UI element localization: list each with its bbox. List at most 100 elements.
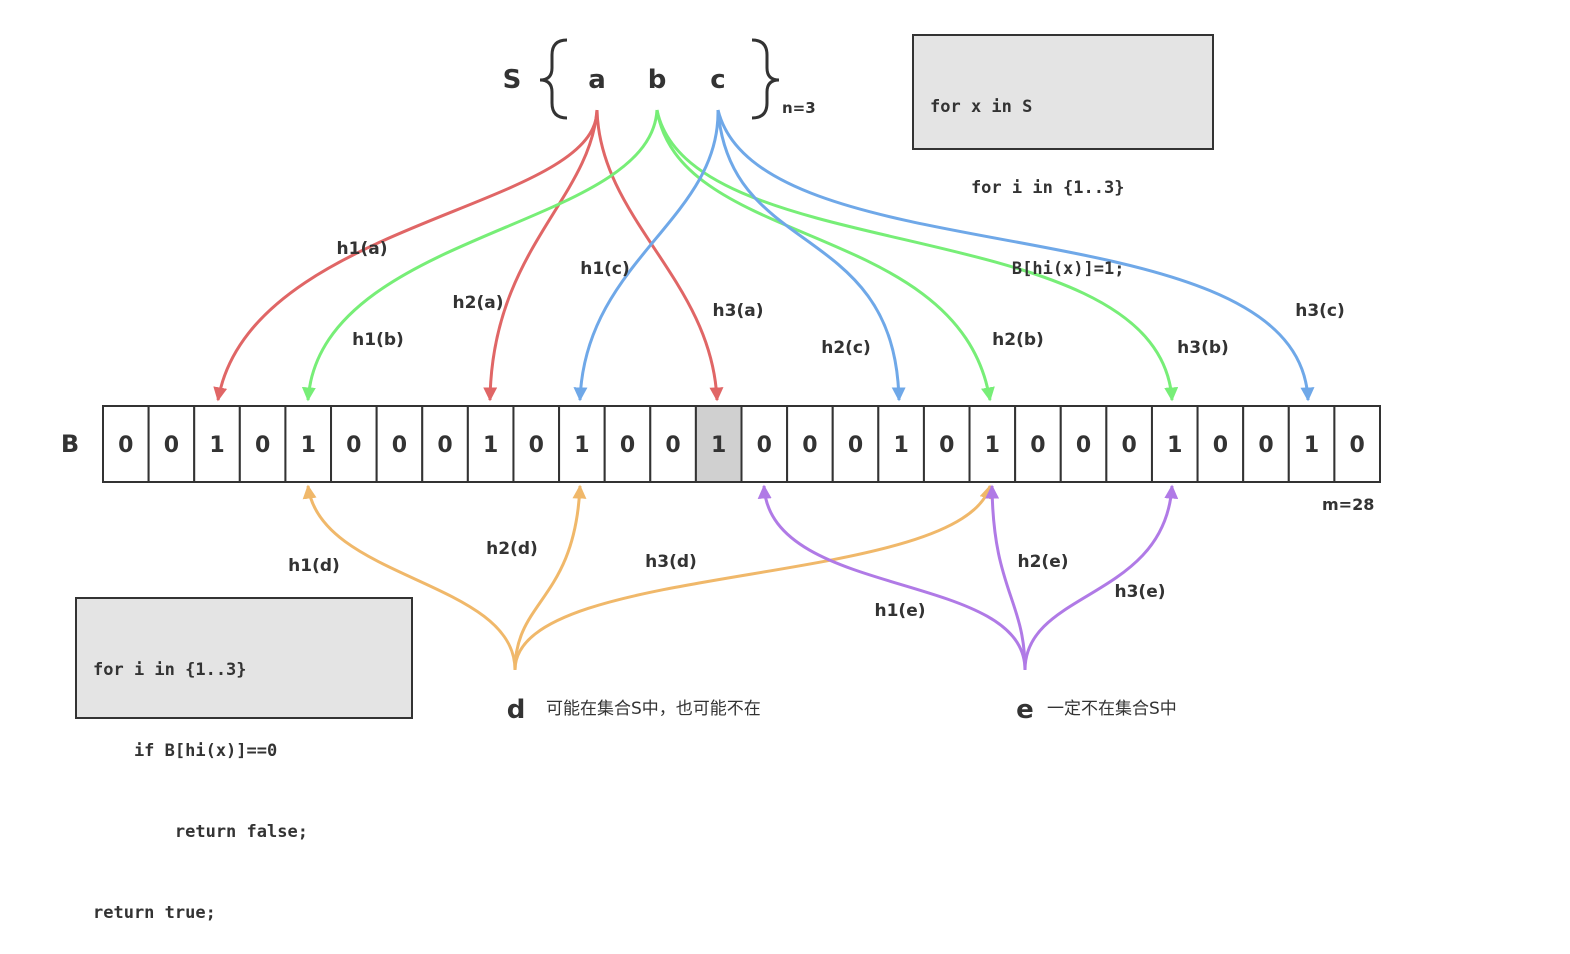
arrow-h2-c — [716, 109, 906, 402]
query-code-box: for i in {1..3} if B[hi(x)]==0 return fa… — [75, 597, 413, 923]
query-e-note: 一定不在集合S中 — [1047, 699, 1177, 719]
label-h1-e: h1(e) — [875, 601, 926, 621]
bit-value: 0 — [346, 433, 361, 458]
bit-value: 0 — [757, 433, 772, 458]
insert-code-box: for x in S for i in {1..3} B[hi(x)]=1; — [912, 34, 1214, 279]
query-code-line-2: if B[hi(x)]==0 — [93, 741, 278, 761]
arrow-h2-a — [483, 109, 599, 402]
query-code-line-3: return false; — [93, 822, 308, 842]
bit-cell — [102, 405, 150, 483]
insert-code-line-2: for i in {1..3} — [930, 178, 1125, 198]
bit-cell — [1105, 405, 1153, 483]
bit-cell — [284, 405, 333, 483]
label-h3-d: h3(d) — [645, 552, 697, 572]
label-h1-b: h1(b) — [352, 330, 404, 350]
label-h3-c: h3(c) — [1295, 301, 1345, 321]
bit-cell — [1242, 405, 1290, 483]
arrow-h3-a — [595, 109, 724, 402]
bit-cell — [968, 405, 1017, 483]
bit-value: 1 — [893, 433, 908, 458]
bit-value: 0 — [255, 433, 270, 458]
bit-value: 0 — [1213, 433, 1228, 458]
bit-cell — [421, 405, 469, 483]
bit-value: 0 — [118, 433, 133, 458]
arrows-d — [302, 484, 994, 671]
label-h3-b: h3(b) — [1177, 338, 1229, 358]
arrows-a — [213, 109, 724, 402]
bit-cell — [375, 405, 424, 483]
arrow-h3-b — [655, 109, 1179, 402]
query-code-line-1: for i in {1..3} — [93, 660, 247, 680]
bit-value: 1 — [1304, 433, 1319, 458]
bit-cell — [558, 405, 606, 483]
left-brace — [539, 38, 568, 120]
arrows-b — [301, 109, 1179, 402]
query-e-name: e — [1016, 695, 1034, 725]
bit-value: 1 — [301, 433, 316, 458]
bit-cell — [147, 405, 196, 483]
bit-value: 0 — [1258, 433, 1273, 458]
bit-cell — [831, 405, 880, 483]
arrows-c — [573, 109, 1315, 402]
arrow-h3-c — [716, 109, 1315, 402]
label-h1-a: h1(a) — [337, 239, 388, 259]
arrow-h3-e — [1023, 484, 1179, 671]
set-element-b: b — [648, 65, 667, 95]
bit-cell — [603, 405, 652, 483]
set-size-label: n=3 — [782, 99, 816, 117]
label-h3-e: h3(e) — [1115, 582, 1166, 602]
arrow-h2-b — [655, 109, 995, 402]
query-d-note: 可能在集合S中，也可能不在 — [546, 699, 761, 719]
bit-cell — [877, 405, 925, 483]
bit-value: 0 — [1076, 433, 1091, 458]
bit-array-label: B — [61, 430, 79, 458]
bit-cell — [330, 405, 378, 483]
label-h2-e: h2(e) — [1018, 552, 1069, 572]
bit-value: 1 — [1167, 433, 1182, 458]
right-brace — [751, 38, 780, 120]
insert-code-line-3: B[hi(x)]=1; — [930, 259, 1125, 279]
set-label: S — [503, 65, 522, 95]
bit-value: 0 — [392, 433, 407, 458]
arrow-h3-d — [513, 484, 994, 671]
bit-cell — [649, 405, 697, 483]
bit-value: 0 — [620, 433, 635, 458]
bit-value: 0 — [1122, 433, 1137, 458]
arrow-h2-e — [985, 484, 1027, 671]
bit-cell — [193, 405, 241, 483]
label-h2-b: h2(b) — [992, 330, 1044, 350]
set-element-a: a — [588, 65, 606, 95]
query-d-name: d — [507, 695, 526, 725]
arrow-h1-b — [301, 109, 659, 402]
bit-value: 0 — [802, 433, 817, 458]
arrow-h1-c — [573, 109, 720, 402]
label-h3-a: h3(a) — [713, 301, 764, 321]
bit-value: 0 — [164, 433, 179, 458]
bit-value: 0 — [848, 433, 863, 458]
arrow-h1-a — [213, 109, 599, 402]
bit-array-size-label: m=28 — [1322, 495, 1374, 514]
label-h2-c: h2(c) — [821, 338, 871, 358]
label-h2-a: h2(a) — [453, 293, 504, 313]
bit-value: 1 — [711, 433, 726, 458]
bit-value: 0 — [665, 433, 680, 458]
bit-cell — [694, 405, 743, 483]
bit-value: 1 — [985, 433, 1000, 458]
bit-cell — [922, 405, 971, 483]
insert-code-line-1: for x in S — [930, 97, 1033, 117]
label-h2-d: h2(d) — [486, 539, 538, 559]
arrow-h1-e — [757, 484, 1027, 671]
bit-value: 1 — [574, 433, 589, 458]
arrow-h1-d — [302, 484, 517, 671]
bit-value: 1 — [483, 433, 498, 458]
bit-value: 1 — [209, 433, 224, 458]
set-element-c: c — [710, 65, 725, 95]
bit-value: 0 — [529, 433, 544, 458]
bit-value: 0 — [437, 433, 452, 458]
arrow-h2-d — [513, 484, 587, 671]
bit-cell — [1333, 405, 1381, 483]
bit-cell — [1014, 405, 1062, 483]
bit-value: 0 — [1030, 433, 1045, 458]
bloom-filter-diagram: S a b c n=3 h1(a) h1(b) h2(a) h1(c) h3(a… — [61, 38, 1381, 725]
